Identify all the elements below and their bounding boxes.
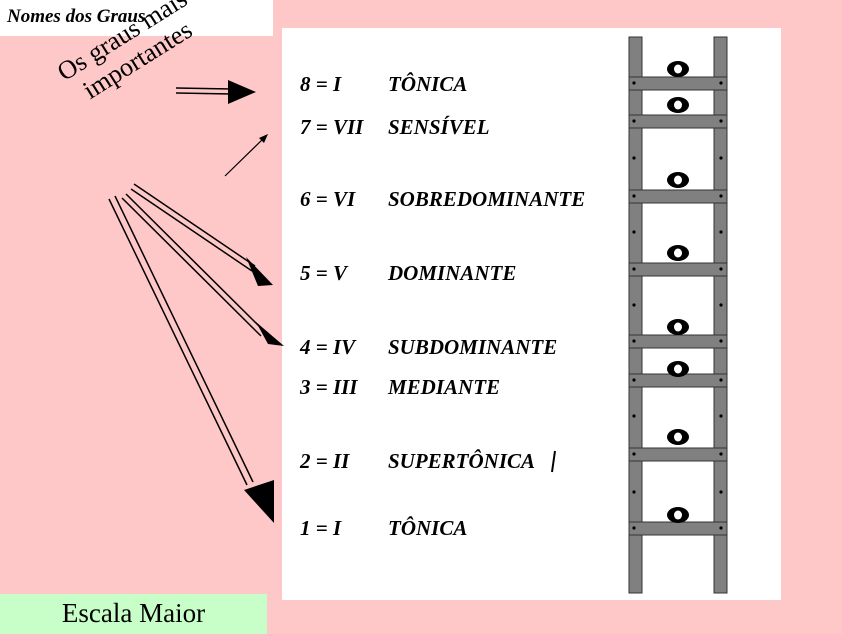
degree-2: 2 = II	[300, 449, 350, 473]
degree-2-name: SUPERTÔNICA	[388, 449, 536, 473]
title-box: Nomes dos Graus	[0, 0, 273, 36]
footer-box: Escala Maior	[0, 594, 267, 634]
degree-1: 1 = I	[300, 516, 342, 540]
degree-5: 5 = V	[300, 261, 347, 285]
arrow-to-degree-5	[130, 183, 273, 286]
arrow-to-degree-4	[121, 193, 284, 346]
ladder-diagram	[628, 36, 728, 594]
degree-6: 6 = VI	[300, 187, 356, 211]
degree-7: 7 = VII	[300, 115, 364, 139]
arrow-to-degree-1	[108, 195, 274, 523]
degree-7-name: SENSÍVEL	[388, 115, 490, 139]
degree-5-name: DOMINANTE	[388, 261, 517, 285]
ladder-rungs	[628, 76, 728, 536]
degree-4: 4 = IV	[300, 335, 356, 359]
page-title: Nomes dos Graus	[7, 6, 146, 27]
degree-3: 3 = III	[300, 375, 358, 399]
degree-8-name: TÔNICA	[388, 72, 468, 96]
scale-label: Escala Maior	[61, 598, 206, 628]
degree-6-name: SOBREDOMINANTE	[388, 187, 586, 211]
note-head-holes	[674, 64, 682, 520]
degree-8: 8 = I	[300, 72, 342, 96]
degree-4-name: SUBDOMINANTE	[388, 335, 558, 359]
degree-1-name: TÔNICA	[388, 516, 468, 540]
degree-3-name: MEDIANTE	[388, 375, 501, 399]
arrow-to-degree-8	[175, 80, 256, 104]
text-cursor-mark	[551, 450, 556, 473]
ladder-bolts	[632, 81, 723, 530]
arrow-to-degree-7	[224, 134, 268, 177]
